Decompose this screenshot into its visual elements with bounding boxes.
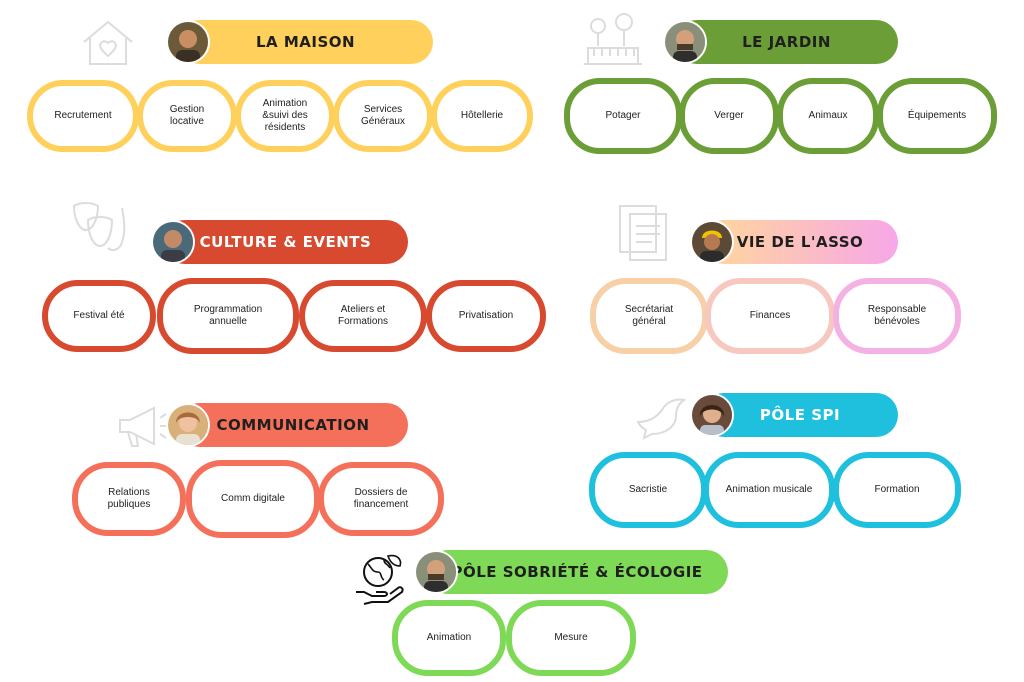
sub-item-animation[interactable]: Animation <box>392 600 506 676</box>
sub-item-animation-musicale[interactable]: Animation musicale <box>703 452 835 528</box>
sub-item-equipements[interactable]: Équipements <box>877 78 997 154</box>
header-title: Pôle SPI <box>759 406 841 424</box>
sub-item-label: Finances <box>749 310 791 321</box>
sub-item-label: Recrutement <box>54 110 112 121</box>
sub-item-mesure[interactable]: Mesure <box>506 600 636 676</box>
sub-item-label: Formation <box>874 484 920 495</box>
header-title: Communication <box>216 416 370 434</box>
sub-item-label: Potager <box>605 110 641 121</box>
house-heart-icon <box>83 20 133 65</box>
sub-item-label: Mesure <box>554 632 588 643</box>
sub-item-animation-residents[interactable]: Animation &suivi des résidents <box>235 80 335 152</box>
header-vie-asso: Vie de l'asso <box>702 220 898 264</box>
avatar <box>166 20 210 64</box>
sub-item-comm-digitale[interactable]: Comm digitale <box>186 460 320 538</box>
sub-item-label: Sacristie <box>628 484 668 495</box>
sub-item-responsable-benevoles[interactable]: Responsable bénévoles <box>833 278 961 354</box>
documents-icon <box>619 205 667 261</box>
sub-item-services-generaux[interactable]: Services Généraux <box>333 80 433 152</box>
avatar <box>151 220 195 264</box>
avatar <box>690 393 734 437</box>
header-pole-sobriete-ecologie: Pôle Sobriété & Écologie <box>426 550 728 594</box>
sub-item-label: Animation <box>426 632 472 643</box>
sub-item-hotellerie[interactable]: Hôtellerie <box>431 80 533 152</box>
sub-item-animaux[interactable]: Animaux <box>777 78 879 154</box>
sub-item-potager[interactable]: Potager <box>564 78 682 154</box>
sub-item-festival-ete[interactable]: Festival été <box>42 280 156 352</box>
header-title: Culture & Events <box>199 233 372 251</box>
sub-item-label: Dossiers de financement <box>353 487 409 510</box>
sub-item-label: Privatisation <box>458 310 514 321</box>
sub-item-label: Animaux <box>808 110 848 121</box>
sub-item-sacristie[interactable]: Sacristie <box>589 452 707 528</box>
sub-item-gestion-locative[interactable]: Gestion locative <box>137 80 237 152</box>
sub-item-verger[interactable]: Verger <box>679 78 779 154</box>
sub-item-label: Relations publiques <box>107 487 151 510</box>
header-pole-spi: Pôle SPI <box>702 393 898 437</box>
sub-item-programmation-annuelle[interactable]: Programmation annuelle <box>157 278 299 354</box>
sub-item-label: Hôtellerie <box>460 110 504 121</box>
sub-item-label: Ateliers et Formations <box>337 304 388 327</box>
sub-item-label: Programmation annuelle <box>193 304 263 327</box>
header-title: Le Jardin <box>742 33 831 51</box>
sub-item-secretariat-general[interactable]: Secrétariat général <box>590 278 708 354</box>
sub-item-formation[interactable]: Formation <box>833 452 961 528</box>
theater-masks-saxophone-icon <box>72 202 126 251</box>
header-title: Vie de l'asso <box>736 233 864 251</box>
header-title: Pôle Sobriété & Écologie <box>451 563 703 581</box>
avatar <box>166 403 210 447</box>
sub-item-label: Festival été <box>73 310 125 321</box>
sub-item-label: Verger <box>714 110 744 121</box>
sub-item-dossiers-financement[interactable]: Dossiers de financement <box>318 462 444 536</box>
header-communication: Communication <box>178 403 408 447</box>
header-le-jardin: Le Jardin <box>675 20 898 64</box>
megaphone-icon <box>119 406 168 447</box>
sub-item-label: Services Généraux <box>361 104 405 127</box>
avatar <box>414 550 458 594</box>
sub-item-relations-publiques[interactable]: Relations publiques <box>72 462 186 536</box>
sub-item-label: Secrétariat général <box>624 304 674 327</box>
sub-item-label: Animation &suivi des résidents <box>262 98 308 133</box>
avatar <box>663 20 707 64</box>
header-title: La Maison <box>255 33 356 51</box>
sub-item-recrutement[interactable]: Recrutement <box>27 80 139 152</box>
sub-item-label: Responsable bénévoles <box>867 304 927 327</box>
earth-hand-icon <box>356 554 404 605</box>
sub-item-privatisation[interactable]: Privatisation <box>426 280 546 352</box>
dove-icon <box>636 398 687 440</box>
sub-item-label: Gestion locative <box>169 104 205 127</box>
garden-icon <box>584 13 642 65</box>
sub-item-label: Comm digitale <box>221 493 285 504</box>
header-culture-events: Culture & Events <box>163 220 408 264</box>
header-la-maison: La Maison <box>178 20 433 64</box>
sub-item-finances[interactable]: Finances <box>705 278 835 354</box>
sub-item-label: Animation musicale <box>725 484 813 495</box>
sub-item-label: Équipements <box>907 110 967 121</box>
avatar <box>690 220 734 264</box>
sub-item-ateliers-formations[interactable]: Ateliers et Formations <box>299 280 427 352</box>
